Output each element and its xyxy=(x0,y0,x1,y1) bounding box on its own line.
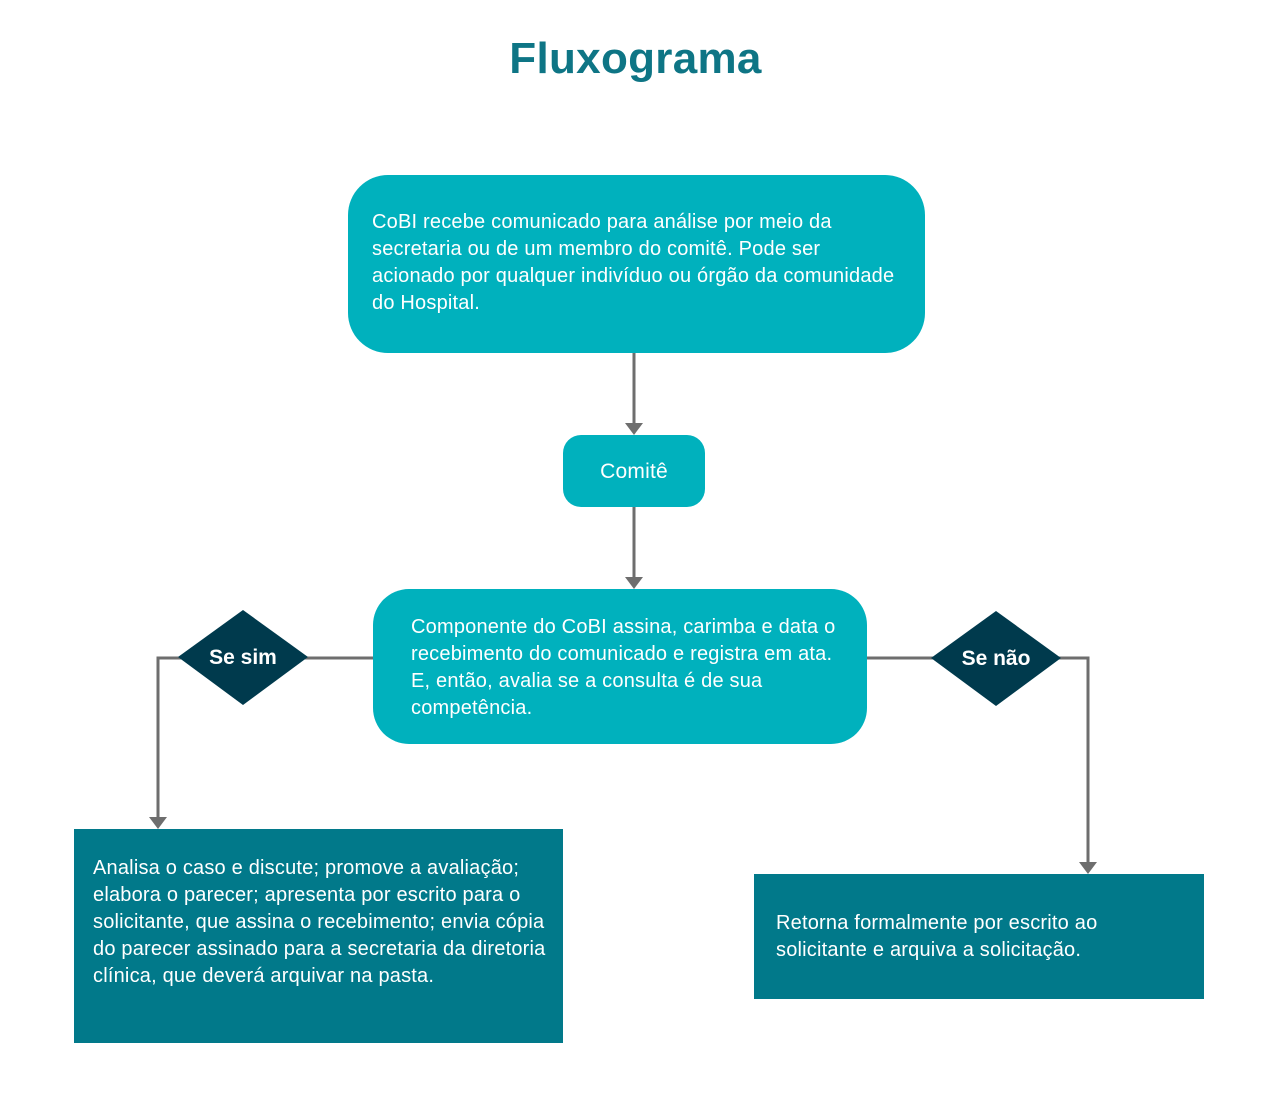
page-title: Fluxograma xyxy=(509,34,762,83)
arrowhead-down-component xyxy=(625,577,643,589)
arrowhead-down-no xyxy=(1079,862,1097,874)
decision-yes-label: Se sim xyxy=(209,646,277,669)
decision-no-diamond xyxy=(931,611,1061,706)
arrowhead-down-yes xyxy=(149,817,167,829)
no-action-node: Retorna formalmente por escrito ao solic… xyxy=(754,874,1204,999)
component-node: Componente do CoBI assina, carimba e dat… xyxy=(373,589,867,744)
yes-action-node: Analisa o caso e discute; promove a aval… xyxy=(74,829,563,1043)
start-node: CoBI recebe comunicado para análise por … xyxy=(348,175,925,353)
arrowhead-down-comite xyxy=(625,423,643,435)
decision-no-label: Se não xyxy=(961,647,1031,670)
decision-yes-diamond xyxy=(178,610,308,705)
comite-node: Comitê xyxy=(563,435,705,507)
